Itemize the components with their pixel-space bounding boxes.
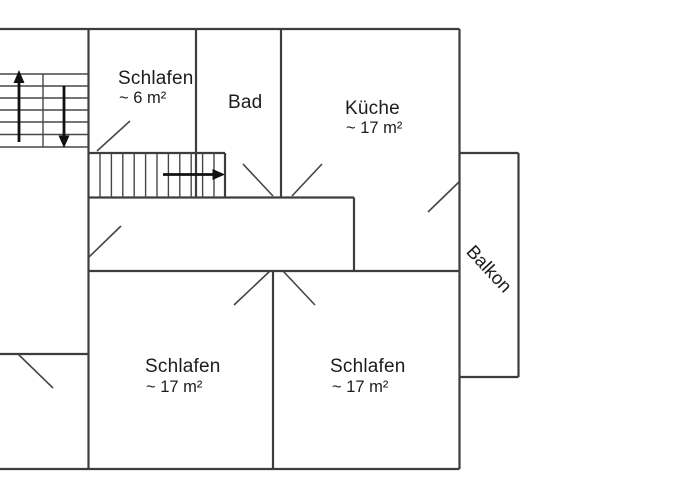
label-schlafen-bottom-right: Schlafen: [330, 356, 406, 377]
door-corridor-left: [88, 225, 122, 258]
label-bad: Bad: [228, 92, 262, 113]
door-bad: [242, 163, 274, 197]
label-schlafen-small: Schlafen: [118, 68, 194, 89]
label-kueche: Küche: [345, 98, 400, 119]
label-schlafen-bottom-left: Schlafen: [145, 356, 221, 377]
door-kueche: [291, 163, 323, 197]
staircase-upper-flight: [0, 73, 89, 148]
door-swings: [17, 120, 460, 389]
area-schlafen-small: ~ 6 m²: [119, 89, 167, 107]
door-schlafen-bottom-right: [282, 270, 316, 306]
stairs-right-arrow-icon: [163, 169, 225, 180]
stair-arrows: [13, 70, 225, 180]
stairs-up-arrow-icon: [13, 70, 25, 142]
stairs-down-arrow-icon: [58, 86, 70, 148]
door-schlafen-bottom-left: [233, 270, 271, 306]
door-balkon: [427, 181, 460, 213]
door-schlafen-small: [96, 120, 131, 152]
area-schlafen-bottom-right: ~ 17 m²: [332, 378, 389, 396]
door-lower-left-room: [17, 353, 54, 389]
area-schlafen-bottom-left: ~ 17 m²: [146, 378, 203, 396]
area-kueche: ~ 17 m²: [346, 119, 403, 137]
